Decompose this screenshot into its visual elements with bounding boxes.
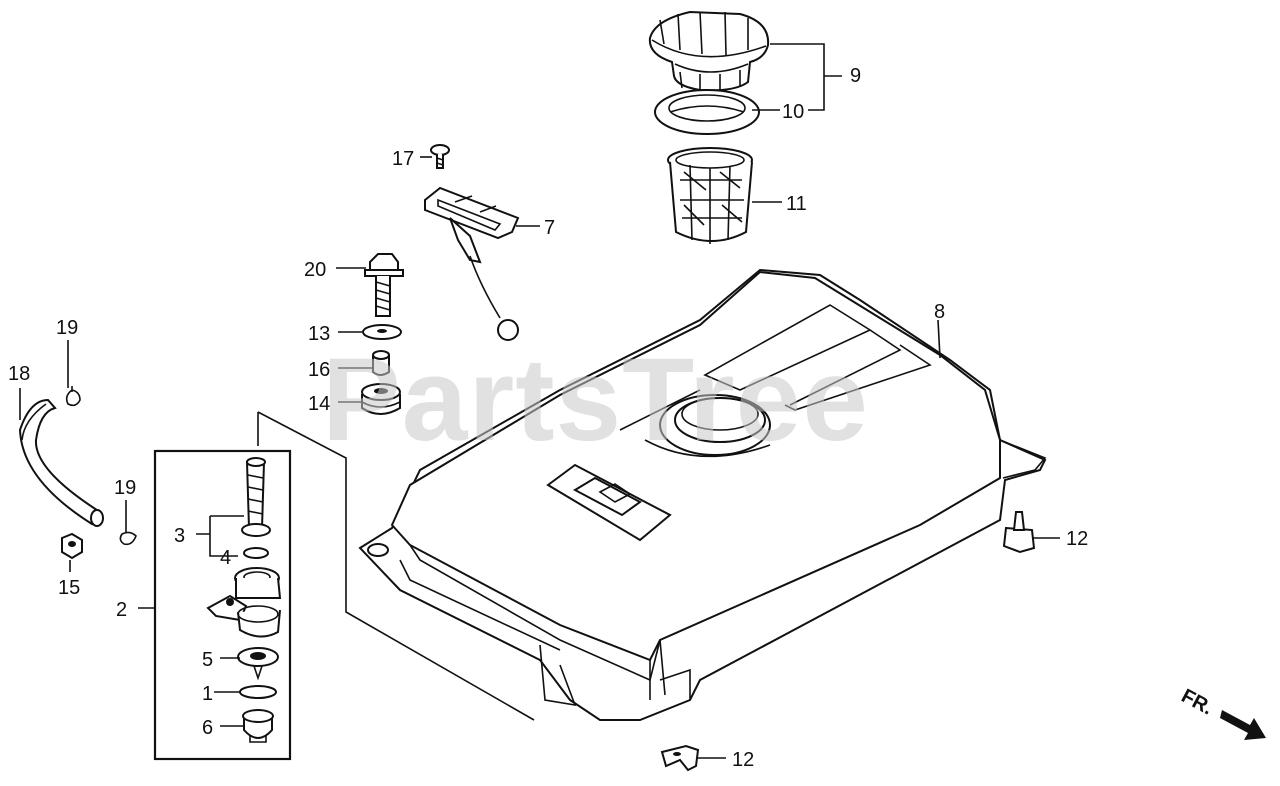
- label-part-17: 17: [392, 148, 414, 170]
- label-part-13: 13: [308, 323, 330, 345]
- label-part-14: 14: [308, 393, 330, 415]
- flange-bolt[interactable]: [364, 253, 404, 317]
- rubber-mount-bottom[interactable]: [660, 744, 700, 772]
- filler-cap[interactable]: [648, 10, 770, 92]
- front-direction-label: FR.: [1178, 685, 1217, 720]
- tube-clip-lower[interactable]: [119, 520, 137, 546]
- valve-leader-line: [257, 411, 535, 721]
- label-part-12-bottom: 12: [732, 749, 754, 771]
- tube-clip-upper[interactable]: [65, 386, 81, 407]
- label-part-5: 5: [202, 649, 213, 671]
- label-part-9: 9: [850, 65, 861, 87]
- leader-lines: [19, 43, 1060, 759]
- label-part-4: 4: [220, 547, 231, 569]
- label-part-16: 16: [308, 359, 330, 381]
- cushion[interactable]: [361, 383, 401, 415]
- label-part-18: 18: [8, 363, 30, 385]
- label-part-6: 6: [202, 717, 213, 739]
- cap-gasket[interactable]: [654, 89, 760, 135]
- label-part-11: 11: [786, 193, 807, 215]
- tube-cap[interactable]: [61, 532, 83, 560]
- front-arrow-icon: [1220, 710, 1266, 740]
- label-part-12-right: 12: [1066, 528, 1088, 550]
- front-direction-indicator: FR.: [1178, 685, 1266, 740]
- fuel-strainer[interactable]: [667, 147, 753, 244]
- gauge-screw[interactable]: [430, 144, 450, 169]
- washer[interactable]: [362, 324, 402, 340]
- label-part-7: 7: [544, 217, 555, 239]
- label-part-2: 2: [116, 599, 127, 621]
- label-part-15: 15: [58, 577, 80, 599]
- label-part-10: 10: [782, 101, 804, 123]
- fuel-tube[interactable]: [18, 398, 104, 527]
- collar[interactable]: [372, 350, 390, 376]
- part-labels: 9 10 11 7 8 12 12 17 20 13 16 14 18 19 1…: [8, 65, 1088, 771]
- label-part-19-lower: 19: [114, 477, 136, 499]
- label-part-19-upper: 19: [56, 317, 78, 339]
- rubber-mount-right[interactable]: [1002, 511, 1036, 554]
- fuel-tank[interactable]: [358, 268, 1047, 721]
- label-part-20: 20: [304, 259, 326, 281]
- watermark-text: PartsTree: [322, 334, 869, 466]
- label-part-3: 3: [174, 525, 185, 547]
- fuel-gauge[interactable]: [424, 186, 520, 341]
- label-part-1: 1: [202, 683, 213, 705]
- label-part-8: 8: [934, 301, 945, 323]
- fuel-valve-assembly[interactable]: [153, 449, 292, 761]
